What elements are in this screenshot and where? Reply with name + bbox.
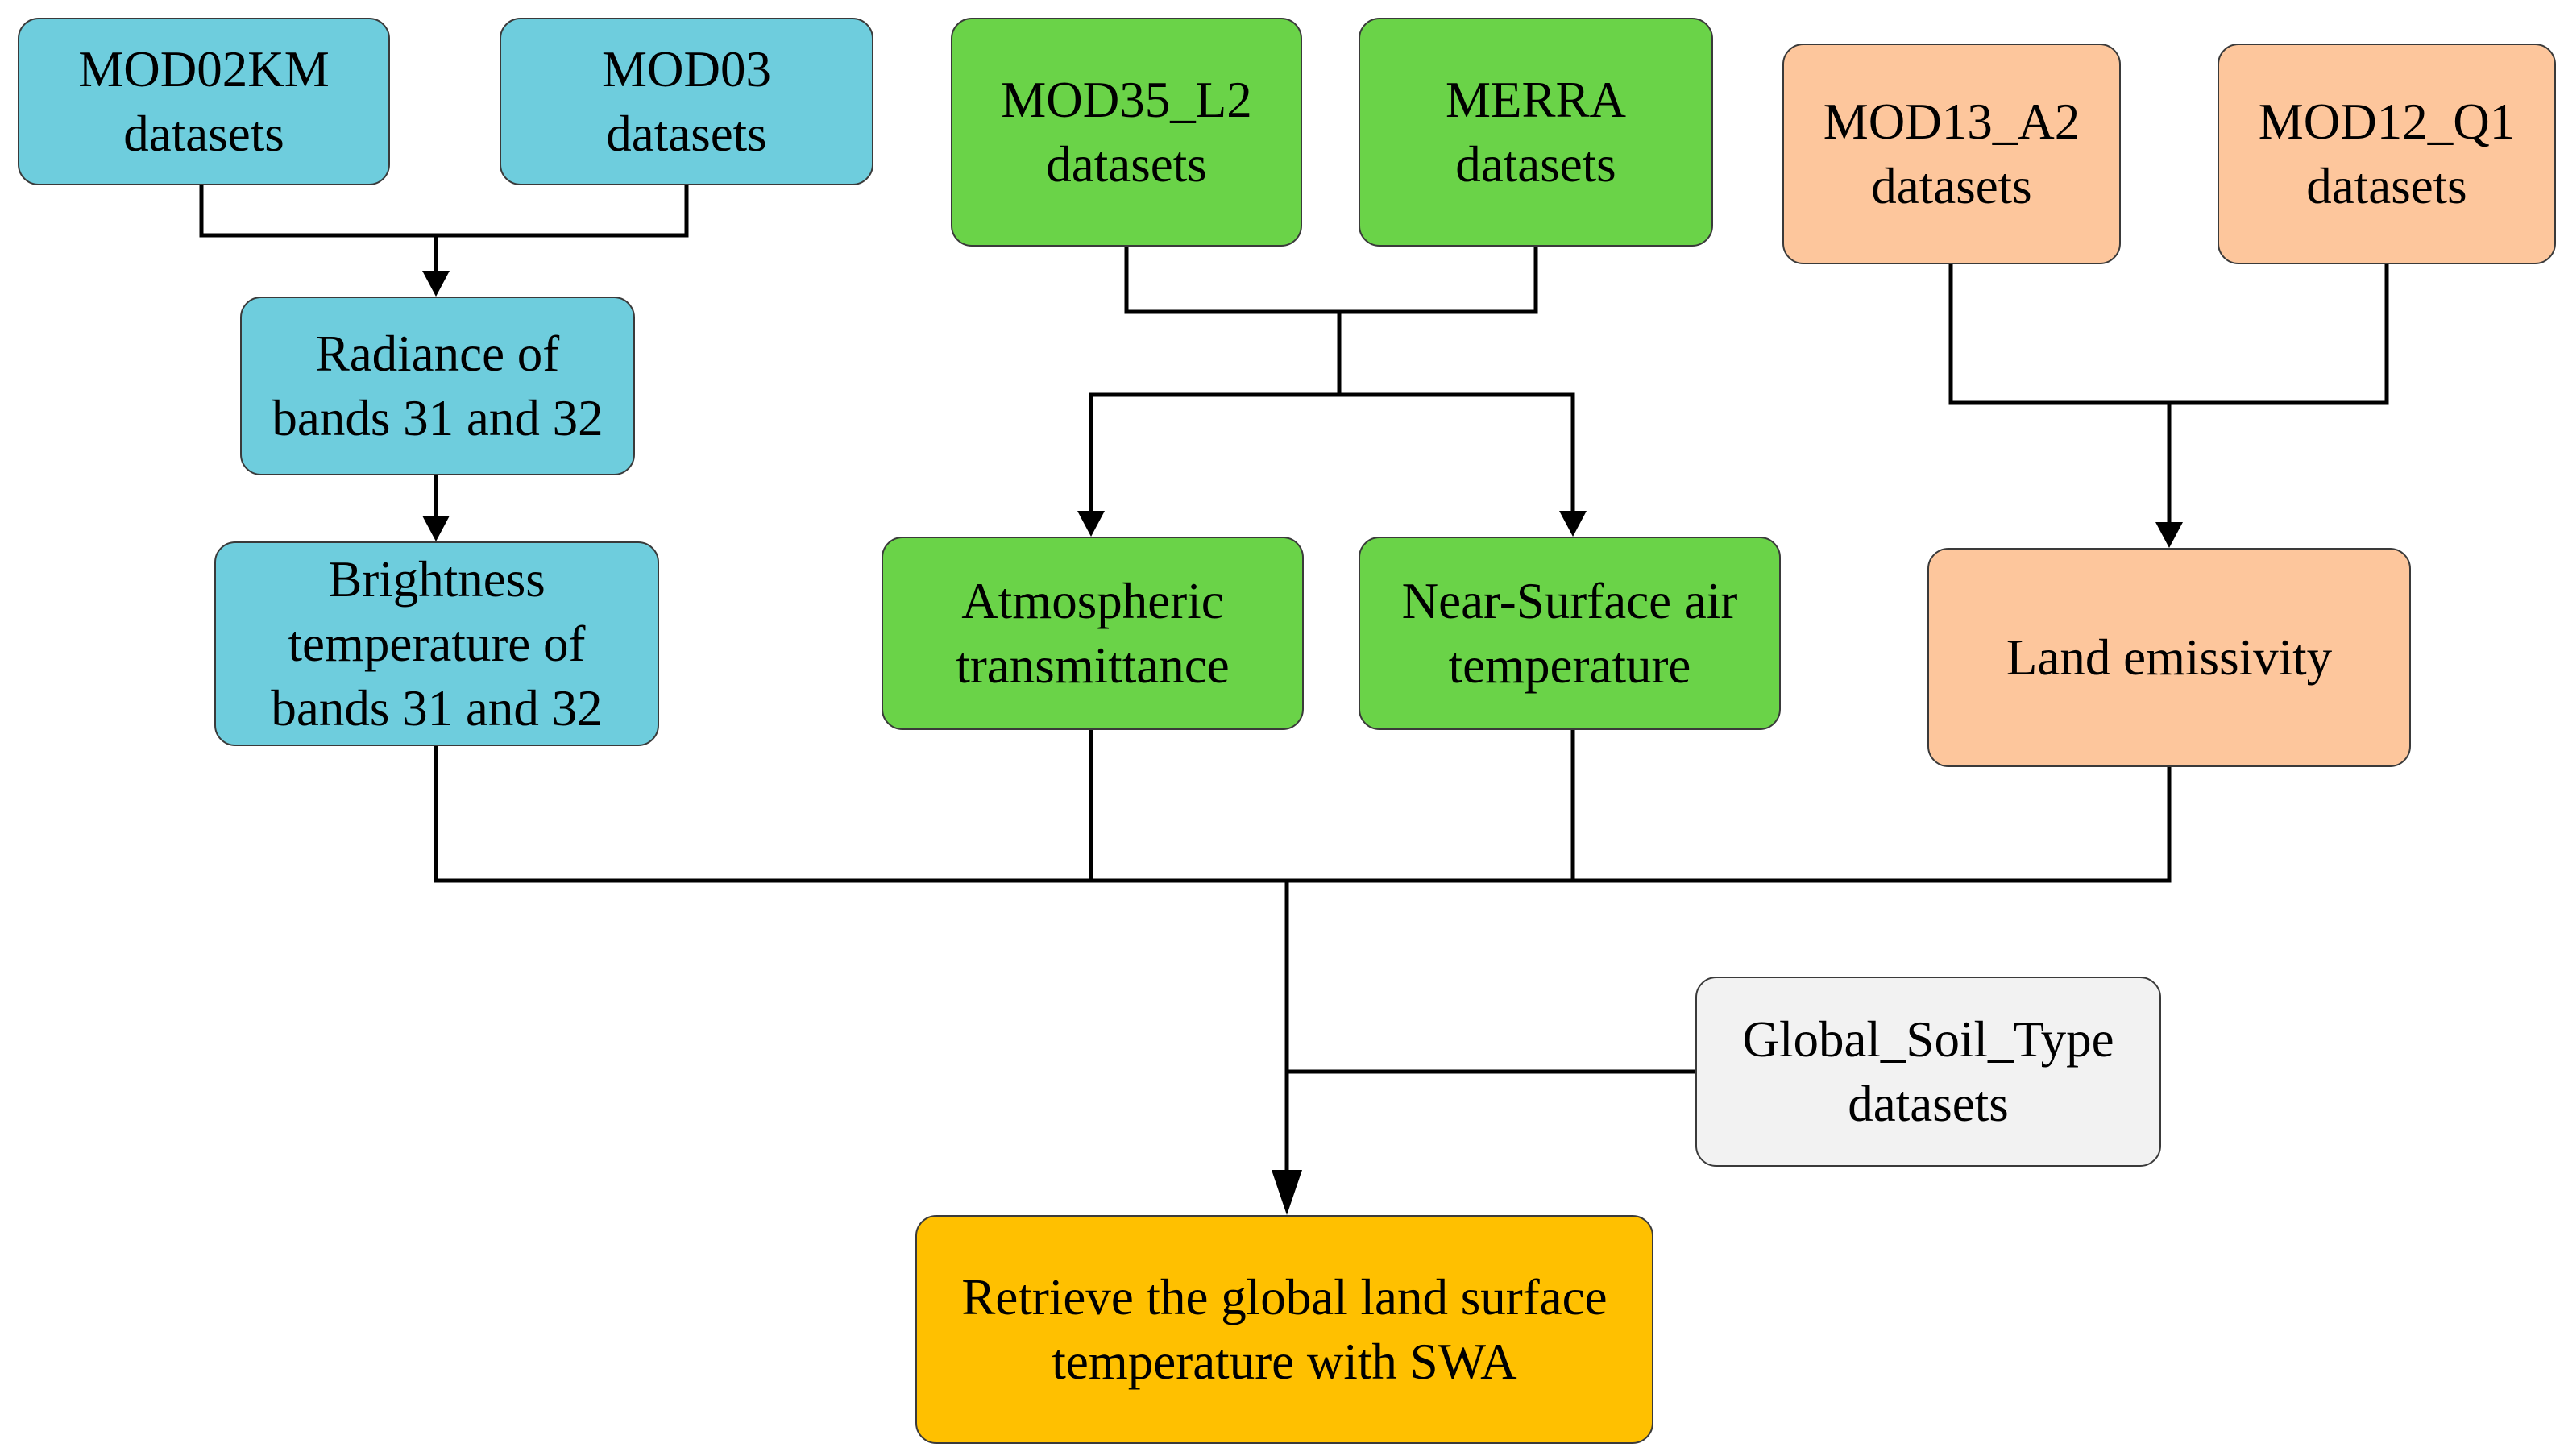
arrowhead-retrieve (1272, 1170, 1302, 1215)
connector-mod02km-mod03 (199, 185, 689, 238)
retrieve-lst-box: Retrieve the global land surface tempera… (915, 1215, 1653, 1444)
mod02km-datasets-label: MOD02KM datasets (78, 41, 330, 162)
arrowhead-brightness (422, 516, 450, 541)
atmospheric-transmittance-box: Atmospheric transmittance (882, 537, 1304, 730)
arrowhead-radiance (422, 271, 450, 297)
arrowhead-atmospheric (1077, 511, 1105, 537)
brightness-temperature-box: Brightness temperature of bands 31 and 3… (214, 541, 659, 746)
retrieve-lst-label: Retrieve the global land surface tempera… (961, 1269, 1608, 1390)
mod35-l2-datasets-box: MOD35_L2 datasets (951, 18, 1302, 247)
arrowhead-emissivity (2155, 522, 2183, 548)
brightness-temperature-label: Brightness temperature of bands 31 and 3… (271, 551, 603, 736)
atmospheric-transmittance-label: Atmospheric transmittance (956, 573, 1230, 694)
connector-mod35-merra (1124, 247, 1538, 314)
radiance-label: Radiance of bands 31 and 32 (272, 326, 604, 446)
merra-datasets-label: MERRA datasets (1445, 72, 1627, 193)
mod35-l2-datasets-label: MOD35_L2 datasets (1001, 72, 1252, 193)
mod02km-datasets-box: MOD02KM datasets (18, 18, 390, 185)
global-soil-type-datasets-box: Global_Soil_Type datasets (1695, 977, 2161, 1167)
near-surface-air-temperature-label: Near-Surface air temperature (1401, 573, 1738, 694)
connector-brightness-collector (434, 746, 2172, 883)
connector-mod13-mod12 (1948, 264, 2389, 405)
mod13-a2-datasets-box: MOD13_A2 datasets (1782, 44, 2121, 264)
arrowhead-near-surface (1559, 511, 1587, 537)
near-surface-air-temperature-box: Near-Surface air temperature (1359, 537, 1781, 730)
mod12-q1-datasets-label: MOD12_Q1 datasets (2258, 93, 2516, 214)
mod12-q1-datasets-box: MOD12_Q1 datasets (2218, 44, 2556, 264)
merra-datasets-box: MERRA datasets (1359, 18, 1713, 247)
connector-green-split (1089, 392, 1575, 511)
mod03-datasets-box: MOD03 datasets (500, 18, 873, 185)
mod03-datasets-label: MOD03 datasets (601, 41, 771, 162)
radiance-box: Radiance of bands 31 and 32 (240, 297, 635, 475)
land-emissivity-box: Land emissivity (1927, 548, 2411, 767)
global-soil-type-datasets-label: Global_Soil_Type datasets (1742, 1011, 2114, 1132)
land-emissivity-label: Land emissivity (2006, 629, 2333, 686)
mod13-a2-datasets-label: MOD13_A2 datasets (1823, 93, 2081, 214)
